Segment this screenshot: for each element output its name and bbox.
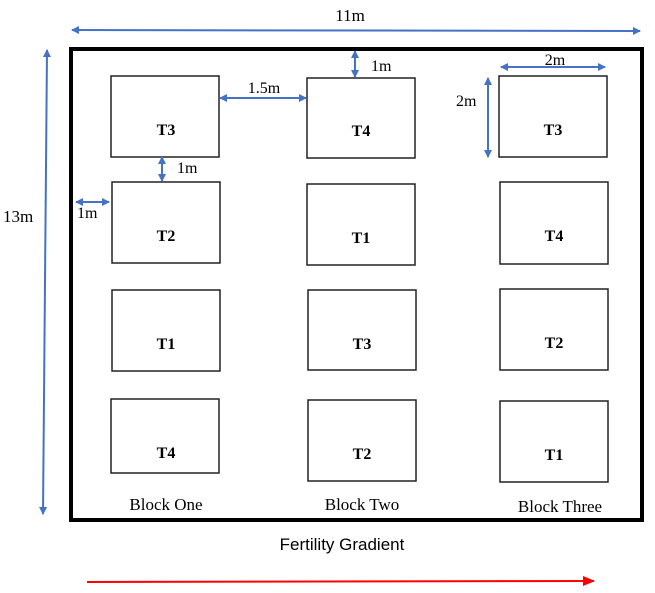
block-two: T4 T1 T3 T2 Block Two <box>306 77 417 514</box>
plot-width-label: 2m <box>545 52 566 69</box>
plot <box>499 400 609 483</box>
plot-label: T1 <box>545 447 564 464</box>
field-width-arrow <box>71 26 641 35</box>
fertility-gradient-label: Fertility Gradient <box>280 535 405 554</box>
plot <box>499 288 609 371</box>
top-gap-label: 1m <box>371 58 392 75</box>
plot <box>307 399 417 482</box>
plot <box>307 289 417 371</box>
plot-label: T3 <box>157 122 176 139</box>
block-label: Block Three <box>518 497 602 516</box>
block-one: T3 T2 T1 T4 Block One <box>110 75 221 514</box>
plot <box>498 75 608 158</box>
plot <box>110 75 220 158</box>
plot-label: T4 <box>352 123 371 140</box>
plot <box>499 181 609 265</box>
field-height-arrow <box>39 49 51 515</box>
plot-height-label: 2m <box>456 93 477 110</box>
block-label: Block Two <box>325 495 400 514</box>
plot <box>111 289 221 372</box>
plot-gap-label: 1m <box>177 160 198 177</box>
block-gap-label: 1.5m <box>248 80 281 97</box>
plot <box>306 77 416 159</box>
block-three: T3 T4 T2 T1 Block Three <box>498 75 609 516</box>
plot-label: T3 <box>353 336 372 353</box>
field-width-label: 11m <box>335 6 365 25</box>
plot-label: T4 <box>545 228 564 245</box>
plot <box>111 181 221 264</box>
plot-label: T3 <box>544 122 563 139</box>
plot-label: T2 <box>157 228 176 245</box>
plot <box>110 398 220 474</box>
plot <box>306 183 416 266</box>
plot-label: T2 <box>545 335 564 352</box>
plot-label: T1 <box>352 230 371 247</box>
field-border <box>69 47 644 522</box>
block-label: Block One <box>129 495 202 514</box>
fertility-gradient-arrow <box>86 576 595 587</box>
plot-label: T1 <box>157 336 176 353</box>
field-height-label: 13m <box>3 207 33 226</box>
plot-label: T2 <box>353 446 372 463</box>
plot-label: T4 <box>157 445 176 462</box>
left-gap-label: 1m <box>77 205 98 222</box>
